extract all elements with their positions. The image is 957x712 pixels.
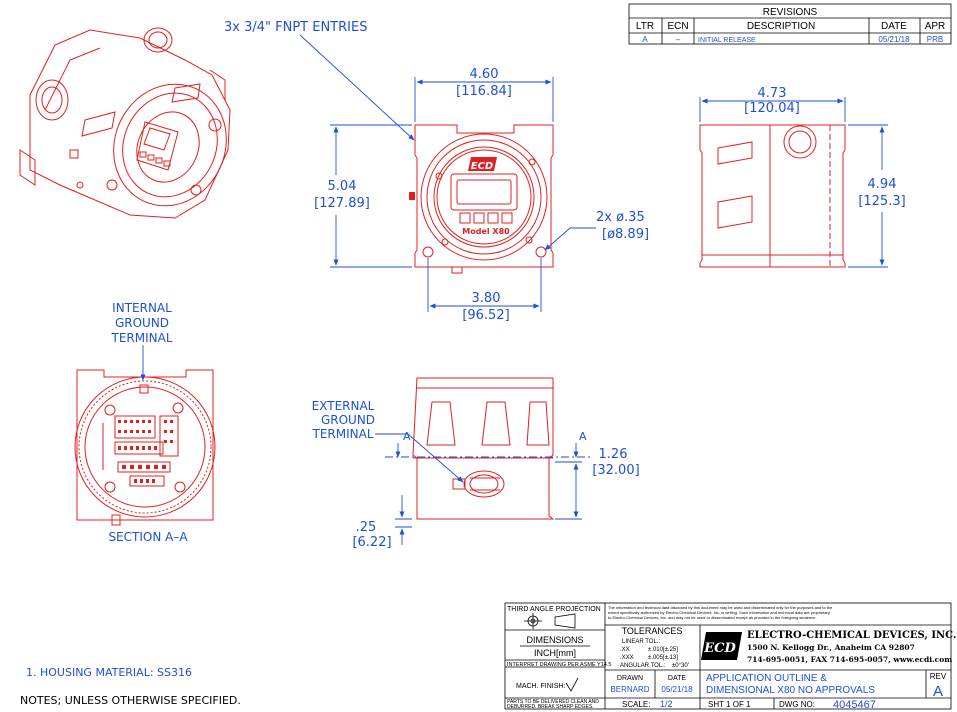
drawn-by: BERNARD — [610, 685, 649, 694]
company-logo: ECD — [701, 632, 742, 660]
isometric-view — [19, 27, 231, 219]
dimensions-label: DIMENSIONS — [526, 635, 583, 645]
external-ground-1: EXTERNAL — [312, 399, 375, 413]
deliver-note-2: DEBURRED. BREAK SHARP EDGES. — [507, 704, 594, 710]
internal-ground-3: TERMINAL — [110, 331, 172, 345]
projection-symbol-icon — [524, 613, 576, 629]
internal-ground-1: INTERNAL — [112, 301, 172, 315]
date-label: DATE — [668, 675, 686, 682]
bottom-small-in: .25 — [356, 520, 377, 535]
dwg-number: 4045467 — [833, 699, 876, 711]
angular-tol-label: ANGULAR TOL.: — [620, 663, 666, 669]
front-bolt-in: 3.80 — [472, 291, 501, 306]
bottom-view: A A EXTERNAL GROUND TERMINAL 1.26 [32.00… — [311, 377, 640, 550]
dimensions-unit: INCH[mm] — [534, 648, 576, 658]
tolerances-label: TOLERANCES — [622, 626, 683, 636]
tol-xx-label: .XX — [620, 647, 630, 653]
bottom-offset-mm: [32.00] — [592, 463, 639, 478]
front-view: ECD Model X80 4.60 [116.84] 5.04 [127.89… — [224, 20, 649, 323]
rev-value: A — [933, 683, 943, 700]
angular-tol-value: ±0°30' — [672, 663, 689, 669]
interpret-label: INTERPRET DRAWING PER ASME Y14.5 — [507, 662, 611, 668]
notes-header: NOTES; UNLESS OTHERWISE SPECIFIED. — [20, 694, 241, 707]
date-value: 05/21/18 — [661, 685, 693, 694]
internal-ground-2: GROUND — [115, 316, 169, 330]
side-width-mm: [120.04] — [744, 101, 800, 116]
company-phone: 714-695-0051, FAX 714-695-0057, www.ecdi… — [747, 655, 952, 664]
revisions-title: REVISIONS — [763, 7, 818, 18]
rev-row-ecn: – — [676, 35, 681, 44]
side-height-in: 4.94 — [868, 177, 897, 192]
rev-row-apr: PRB — [927, 35, 943, 44]
rev-header-ltr: LTR — [636, 21, 654, 32]
dwg-label: DWG NO: — [779, 700, 815, 709]
rev-header-date: DATE — [881, 21, 907, 32]
holes-callout-2: [ø8.89] — [602, 227, 649, 242]
rev-row-ltr: A — [642, 35, 648, 44]
holes-callout-1: 2x ø.35 — [596, 210, 645, 225]
tol-xx-value: ±.010[±.25] — [648, 647, 678, 653]
disclaimer-2: extent specifically authorized by Electr… — [608, 610, 830, 615]
disclaimer-1: The information and technical data discl… — [608, 605, 833, 610]
disclaimer-3: to Electro-Chemical Devices, Inc. and ma… — [608, 615, 817, 620]
drawn-label: DRAWN — [617, 675, 643, 682]
title-line-1: APPLICATION OUTLINE & — [706, 673, 827, 684]
external-ground-2: GROUND — [321, 413, 375, 427]
section-mark-left: A — [403, 430, 411, 443]
title-line-2: DIMENSIONAL X80 NO APPROVALS — [706, 685, 875, 696]
finish-label: MACH. FINISH: — [516, 683, 565, 690]
rev-header-description: DESCRIPTION — [747, 21, 815, 32]
sheet-label: SHT 1 OF 1 — [708, 700, 751, 709]
bottom-small-mm: [6.22] — [352, 535, 391, 550]
side-view: 4.73 [120.04] 4.94 [125.3] — [699, 86, 906, 268]
front-logo: ECD — [471, 161, 493, 172]
company-logo-text: ECD — [703, 641, 736, 656]
front-model-label: Model X80 — [462, 227, 510, 236]
projection-label: THIRD ANGLE PROJECTION — [507, 606, 601, 613]
rev-header-ecn: ECN — [667, 21, 688, 32]
front-height-mm: [127.89] — [314, 196, 370, 211]
section-label: SECTION A–A — [108, 530, 188, 544]
front-width-in: 4.60 — [470, 67, 499, 82]
scale-label: SCALE: — [622, 700, 650, 709]
side-height-mm: [125.3] — [858, 194, 905, 209]
revisions-table: REVISIONS LTR ECN DESCRIPTION DATE APR A… — [628, 3, 952, 45]
rev-label: REV — [930, 672, 947, 681]
rev-header-apr: APR — [925, 21, 946, 32]
rev-row-description: INITIAL RELEASE — [698, 37, 756, 44]
deliver-note-1: PARTS TO BE DELIVERED CLEAN AND — [507, 699, 599, 705]
front-height-in: 5.04 — [328, 179, 357, 194]
finish-symbol-icon — [565, 677, 579, 692]
bottom-offset-in: 1.26 — [599, 447, 628, 462]
company-name: ELECTRO-CHEMICAL DEVICES, INC. — [747, 630, 956, 641]
external-ground-3: TERMINAL — [311, 427, 373, 441]
title-block: THIRD ANGLE PROJECTION DIMENSIONS INCH[m… — [504, 602, 956, 711]
scale-value: 1/2 — [660, 699, 673, 709]
company-address: 1500 N. Kellogg Dr., Anaheim CA 92807 — [747, 643, 915, 652]
tol-xxx-value: ±.005[±.13] — [648, 655, 678, 661]
rev-row-date: 05/21/18 — [878, 35, 910, 44]
section-mark-right: A — [579, 430, 587, 443]
tol-xxx-label: .XXX — [620, 655, 634, 661]
side-width-in: 4.73 — [758, 86, 787, 101]
fnpt-callout: 3x 3/4" FNPT ENTRIES — [224, 20, 367, 35]
note-item-1: 1. HOUSING MATERIAL: SS316 — [26, 666, 192, 679]
front-bolt-mm: [96.52] — [462, 308, 509, 323]
section-view: INTERNAL GROUND TERMINAL SECTION A–A — [74, 301, 216, 544]
linear-tol-label: LINEAR TOL.: — [622, 639, 660, 645]
front-width-mm: [116.84] — [456, 84, 512, 99]
